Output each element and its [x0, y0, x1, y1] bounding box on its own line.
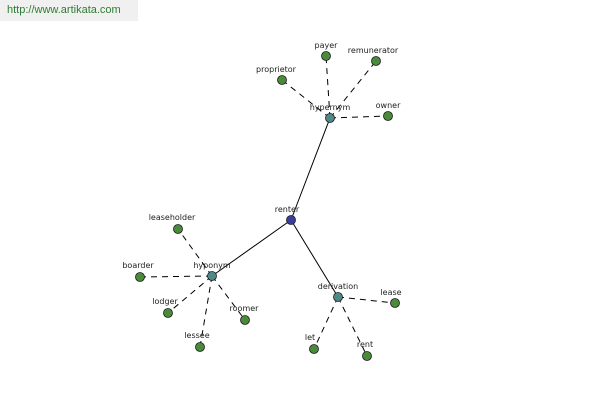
root-node-renter-label: renter	[275, 205, 300, 214]
relation-node-hypernym[interactable]: hypernym	[310, 103, 351, 123]
term-node-leaseholder-dot[interactable]	[173, 224, 183, 234]
edge-hyponym-roomer	[211, 275, 246, 321]
graph-edges	[139, 55, 396, 357]
root-node-renter-dot[interactable]	[286, 215, 296, 225]
relation-node-hyponym-dot[interactable]	[207, 271, 217, 281]
edge-root-derivation	[290, 219, 339, 298]
source-url[interactable]: http://www.artikata.com	[0, 0, 138, 21]
term-node-let-dot[interactable]	[309, 344, 319, 354]
relation-node-hypernym-label: hypernym	[310, 103, 351, 112]
term-node-lease[interactable]: lease	[380, 288, 402, 308]
term-node-lease-label: lease	[380, 288, 401, 297]
term-node-rent[interactable]: rent	[357, 340, 373, 361]
edge-hyponym-lodger	[167, 275, 213, 314]
term-node-payer-dot[interactable]	[321, 51, 331, 61]
term-node-lodger-dot[interactable]	[163, 308, 173, 318]
term-node-let[interactable]: let	[305, 333, 319, 354]
term-node-rent-dot[interactable]	[362, 351, 372, 361]
edge-root-hypernym	[290, 117, 331, 221]
edge-derivation-let	[313, 296, 339, 350]
relation-node-hypernym-dot[interactable]	[325, 113, 335, 123]
term-node-leaseholder-label: leaseholder	[149, 213, 196, 222]
term-node-owner-dot[interactable]	[383, 111, 393, 121]
term-node-remunerator-dot[interactable]	[371, 56, 381, 66]
edge-hyponym-lessee	[199, 275, 213, 348]
term-node-roomer[interactable]: roomer	[230, 304, 260, 325]
relation-node-hyponym-label: hyponym	[193, 261, 231, 270]
term-node-lessee-label: lessee	[184, 331, 209, 340]
term-node-let-label: let	[305, 333, 315, 342]
term-node-owner-label: owner	[376, 101, 401, 110]
term-node-payer-label: payer	[315, 41, 339, 50]
term-node-rent-label: rent	[357, 340, 373, 349]
term-node-roomer-dot[interactable]	[240, 315, 250, 325]
term-node-lessee[interactable]: lessee	[184, 331, 210, 352]
term-node-lease-dot[interactable]	[390, 298, 400, 308]
edge-hypernym-owner	[329, 115, 389, 119]
term-node-remunerator-label: remunerator	[348, 46, 399, 55]
term-node-roomer-label: roomer	[230, 304, 260, 313]
term-node-lodger-label: lodger	[152, 297, 178, 306]
term-node-boarder[interactable]: boarder	[122, 261, 154, 282]
edge-hyponym-boarder	[139, 275, 213, 278]
term-node-remunerator[interactable]: remunerator	[348, 46, 399, 66]
edge-hypernym-proprietor	[281, 79, 331, 119]
edge-root-hyponym	[211, 219, 292, 277]
term-node-lodger[interactable]: lodger	[152, 297, 178, 318]
term-node-leaseholder[interactable]: leaseholder	[149, 213, 196, 234]
term-node-boarder-dot[interactable]	[135, 272, 145, 282]
term-node-proprietor-dot[interactable]	[277, 75, 287, 85]
term-node-boarder-label: boarder	[122, 261, 154, 270]
root-node-renter[interactable]: renter	[275, 205, 300, 225]
relation-node-derivation-label: derivation	[318, 282, 358, 291]
relation-node-hyponym[interactable]: hyponym	[193, 261, 231, 281]
edge-derivation-lease	[337, 296, 396, 304]
term-node-payer[interactable]: payer	[315, 41, 339, 61]
term-node-proprietor-label: proprietor	[256, 65, 297, 74]
relation-node-derivation-dot[interactable]	[333, 292, 343, 302]
term-node-proprietor[interactable]: proprietor	[256, 65, 297, 85]
graph-nodes: hypernym payer remunerator proprietor owner h…	[122, 41, 402, 361]
relation-node-derivation[interactable]: derivation	[318, 282, 358, 302]
term-node-owner[interactable]: owner	[376, 101, 401, 121]
edge-hypernym-remunerator	[329, 60, 377, 119]
term-node-lessee-dot[interactable]	[195, 342, 205, 352]
edge-hyponym-leaseholder	[177, 228, 213, 277]
